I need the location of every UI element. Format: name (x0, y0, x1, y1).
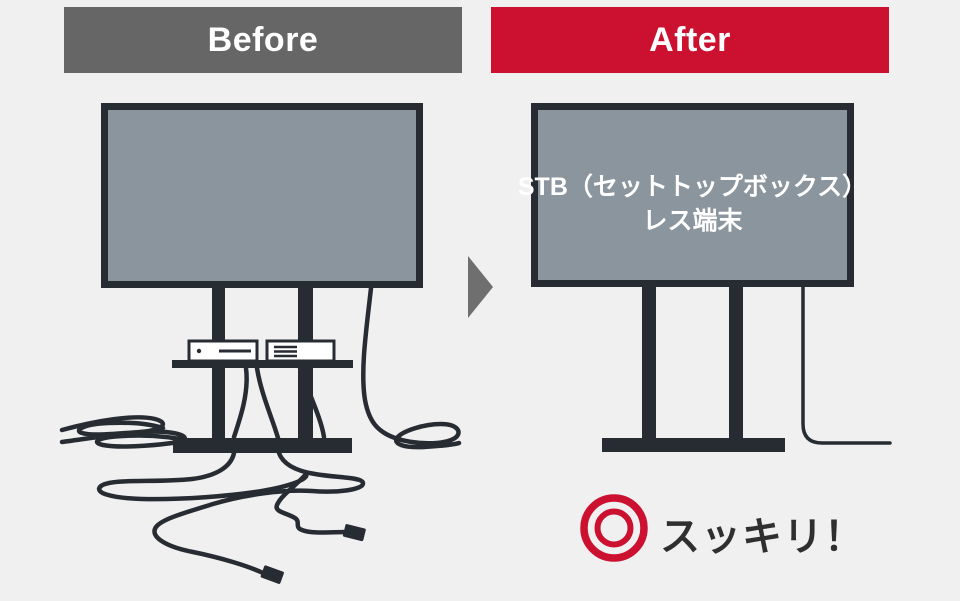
after-stand-base (602, 438, 785, 452)
set-top-box-2 (265, 339, 336, 363)
before-shelf-cables (231, 365, 327, 441)
before-stand-base (173, 438, 352, 453)
before-illustration (59, 103, 462, 584)
before-header-label: Before (207, 20, 319, 59)
double-circle-icon (580, 494, 648, 562)
after-tv-caption-line1: STB（セットトップボックス） (517, 173, 868, 201)
right-arrow-icon (468, 256, 493, 318)
before-shelf (172, 360, 353, 368)
after-header-label: After (649, 20, 731, 59)
before-tv (101, 103, 423, 288)
set-top-box-1 (187, 339, 259, 363)
after-tv-stand-legs (642, 284, 743, 442)
after-tv-cable (801, 285, 892, 445)
before-header: Before (64, 7, 462, 73)
after-header: After (491, 7, 889, 73)
after-tv (531, 103, 854, 287)
after-tv-caption-line2: レス端末 (642, 207, 743, 235)
result-label: スッキリ！ (660, 515, 865, 559)
before-left-tangle (59, 415, 215, 449)
after-illustration (531, 103, 892, 562)
after-tv-caption: STB（セットトップボックス） レス端末 (518, 110, 867, 284)
before-cable-plugs (260, 524, 366, 584)
before-tv-cable (361, 285, 462, 450)
before-floor-tangle (96, 450, 366, 576)
